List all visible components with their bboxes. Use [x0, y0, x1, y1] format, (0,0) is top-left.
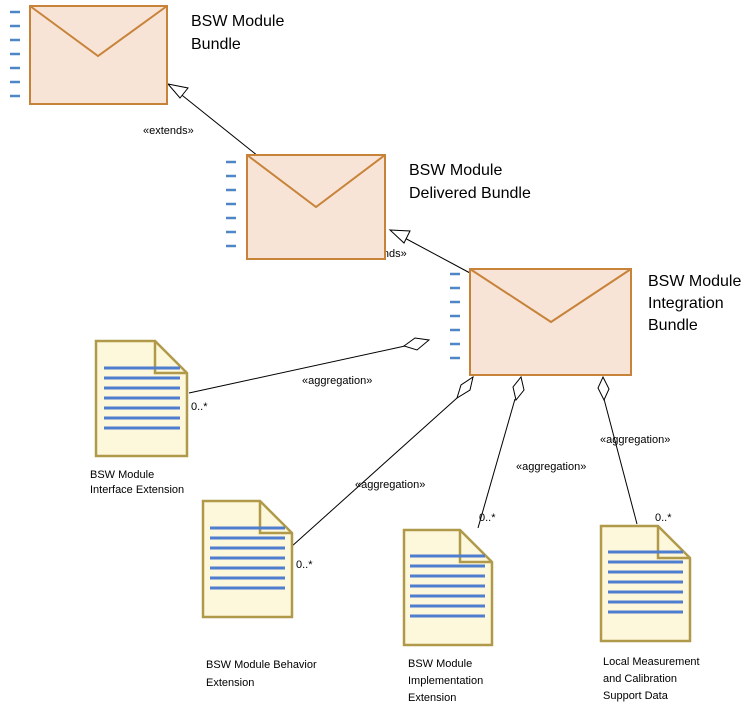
bundle-port-ticks	[448, 272, 462, 360]
aggregation-line-implementation	[477, 398, 516, 529]
bundle-title: BSW Module Bundle	[191, 13, 289, 53]
extends-arrowhead-2	[388, 229, 411, 244]
aggregation-line-interface	[188, 345, 406, 394]
document-text-lines	[608, 550, 683, 614]
aggregation-line-local	[603, 398, 638, 525]
aggregation-diamond-behavior	[456, 375, 474, 400]
aggregation-diamond-interface	[402, 337, 431, 351]
multiplicity-local: 0..*	[655, 512, 672, 524]
document-bsw-module-behavior-extension[interactable]: BSW Module Behavior Extension	[201, 499, 320, 689]
document-text-lines	[210, 526, 285, 590]
extends-line-2	[400, 235, 471, 274]
document-fold	[258, 501, 292, 535]
document-fold	[153, 341, 187, 375]
document-bsw-module-interface-extension[interactable]: BSW Module Interface Extension	[90, 339, 189, 496]
aggregation-diamond-local	[597, 375, 610, 402]
bundle-bsw-module-integration-bundle[interactable]: BSW Module Integration Bundle	[448, 268, 746, 376]
bundle-title: BSW Module Integration Bundle	[648, 273, 746, 334]
multiplicity-behavior: 0..*	[296, 559, 313, 571]
envelope-flap	[469, 268, 632, 324]
bundle-title: BSW Module Delivered Bundle	[409, 162, 531, 202]
envelope-flap	[246, 154, 386, 209]
document-label: Local Measurement and Calibration Suppor…	[603, 656, 703, 702]
document-bsw-module-implementation-extension[interactable]: BSW Module Implementation Extension	[402, 528, 494, 704]
document-text-lines	[410, 554, 485, 618]
multiplicity-interface: 0..*	[191, 401, 208, 413]
document-fold	[458, 530, 492, 564]
bundle-port-ticks	[8, 10, 22, 98]
aggregation-label-local: «aggregation»	[600, 434, 670, 446]
document-label: BSW Module Interface Extension	[90, 469, 184, 496]
bundle-port-ticks	[224, 160, 238, 248]
bundle-bsw-module-bundle[interactable]: BSW Module Bundle	[8, 5, 289, 105]
document-local-measurement-calibration-support-data[interactable]: Local Measurement and Calibration Suppor…	[599, 524, 703, 702]
extends-label-1: «extends»	[143, 125, 194, 137]
extends-line-1	[177, 91, 259, 157]
aggregation-diamond-implementation	[512, 375, 525, 402]
aggregation-label-behavior: «aggregation»	[355, 479, 425, 491]
multiplicity-implementation: 0..*	[479, 512, 496, 524]
envelope-flap	[29, 5, 168, 58]
aggregation-line-behavior	[290, 397, 458, 548]
document-text-lines	[104, 366, 180, 430]
bundle-bsw-module-delivered-bundle[interactable]: BSW Module Delivered Bundle	[224, 154, 531, 260]
aggregation-label-interface: «aggregation»	[302, 375, 372, 387]
aggregation-label-implementation: «aggregation»	[516, 461, 586, 473]
document-label: BSW Module Implementation Extension	[408, 658, 486, 704]
document-fold	[656, 526, 690, 560]
document-label: BSW Module Behavior Extension	[206, 659, 320, 689]
extends-arrowhead-1	[166, 83, 189, 99]
